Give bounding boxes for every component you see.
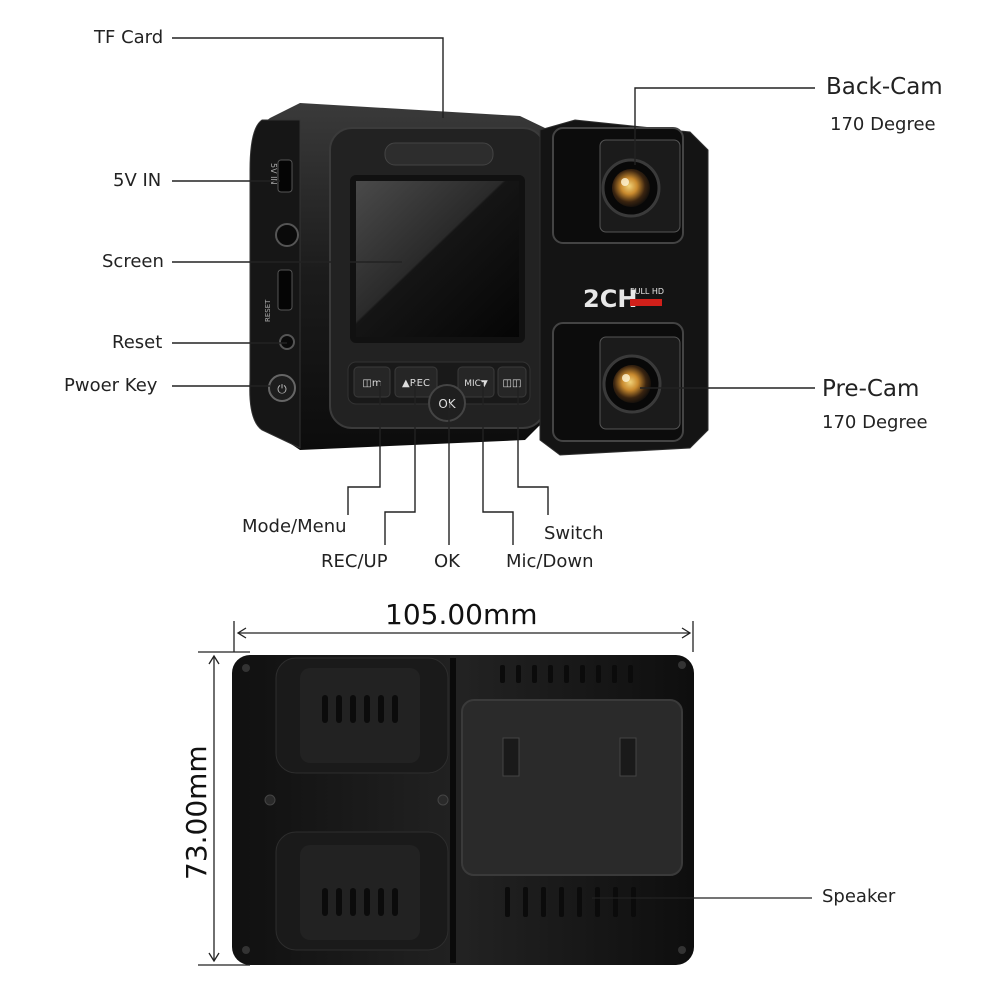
svg-text:◫◫: ◫◫ <box>503 378 522 389</box>
mount-plate <box>461 699 683 876</box>
mic-button-text: MIC▼ <box>464 379 488 389</box>
side-5v-text: 5V IN <box>269 163 278 184</box>
ok-button-text: OK <box>438 397 456 411</box>
leader-tf-card <box>172 37 444 118</box>
label-power-key: Pwoer Key <box>64 375 158 396</box>
svg-text:◫m: ◫m <box>362 378 381 389</box>
vent-slots-top-right <box>500 665 633 683</box>
switch-button <box>497 366 527 398</box>
label-tf-card: TF Card <box>94 27 164 48</box>
height-dimension: 73.00mm <box>180 745 213 880</box>
svg-text:⏻: ⏻ <box>277 382 287 396</box>
leader-mic-down <box>482 382 514 545</box>
tf-slot-icon <box>277 269 293 311</box>
pre-cam-lens <box>552 322 684 442</box>
rec-button-text: ▲REC <box>402 378 430 389</box>
dashcam-back-view <box>232 655 694 965</box>
speaker-grille <box>505 887 636 917</box>
vent-slots-lower <box>322 888 398 916</box>
ok-button <box>428 384 466 422</box>
leader-mode-menu <box>347 382 381 515</box>
label-pre-cam-angle: 170 Degree <box>822 412 928 433</box>
lcd-screen <box>356 181 519 337</box>
label-back-cam-angle: 170 Degree <box>830 114 936 135</box>
dashcam-front-view: ⏻ 5V IN RESET ◫m ▲REC MIC▼ ◫◫ OK 2C <box>249 103 709 456</box>
label-screen: Screen <box>102 251 164 272</box>
side-reset-text: RESET <box>264 299 272 322</box>
mic-down-button <box>457 366 495 398</box>
reset-hole-icon <box>279 334 295 350</box>
leader-back-cam <box>634 87 815 165</box>
usb-port-icon <box>277 159 293 193</box>
mode-menu-button <box>353 366 391 398</box>
label-ok: OK <box>434 551 460 572</box>
width-dimension: 105.00mm <box>385 598 538 631</box>
label-back-cam: Back-Cam <box>826 74 943 100</box>
label-switch: Switch <box>544 523 604 544</box>
logo-full-hd: FULL HD <box>630 287 664 296</box>
label-reset: Reset <box>112 332 163 353</box>
power-button-icon <box>268 374 296 402</box>
logo-red-bar <box>630 299 662 306</box>
av-port-icon <box>275 223 299 247</box>
label-speaker: Speaker <box>822 886 896 907</box>
label-5v-in: 5V IN <box>113 170 162 191</box>
vent-slots-upper <box>322 695 398 723</box>
rec-up-button <box>394 366 438 398</box>
leader-lines-top <box>172 37 815 545</box>
leader-rec-up <box>384 382 416 545</box>
back-cam-lens <box>552 127 684 244</box>
label-pre-cam: Pre-Cam <box>822 376 920 402</box>
label-mic-down: Mic/Down <box>506 551 594 572</box>
leader-switch <box>517 382 549 515</box>
dimension-lines <box>198 621 812 966</box>
logo-2ch: 2CH <box>583 285 637 313</box>
label-rec-up: REC/UP <box>321 551 388 572</box>
label-mode-menu: Mode/Menu <box>242 516 347 537</box>
